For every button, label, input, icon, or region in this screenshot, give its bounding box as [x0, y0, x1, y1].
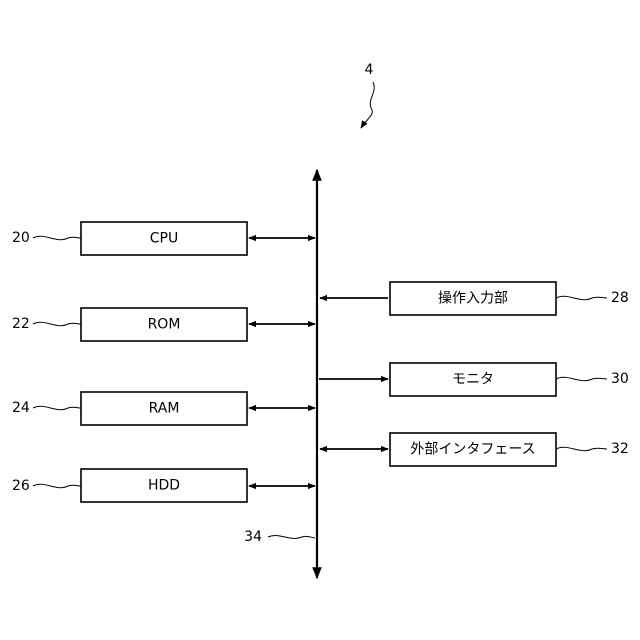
cpu-label: CPU: [150, 231, 178, 247]
monitor-block: モニタ: [390, 363, 556, 396]
ram-block: RAM: [81, 392, 247, 425]
operation-input-ref-leader: [556, 296, 607, 299]
external-interface-block: 外部インタフェース: [390, 433, 556, 466]
monitor-ref: 30: [611, 371, 629, 387]
ram-ref-leader: [33, 406, 81, 409]
figure-ref-arrow: [361, 82, 374, 128]
rom-label: ROM: [148, 317, 181, 333]
figure-ref: 4: [365, 62, 374, 78]
operation-input-block: 操作入力部: [390, 282, 556, 315]
hdd-ref-leader: [33, 484, 81, 487]
monitor-ref-leader: [556, 377, 607, 380]
external-interface-ref-leader: [556, 447, 607, 450]
bus-ref-leader: [268, 536, 315, 539]
ram-label: RAM: [149, 401, 180, 417]
cpu-block: CPU: [81, 222, 247, 255]
rom-block: ROM: [81, 308, 247, 341]
external-interface-ref: 32: [611, 441, 629, 457]
rom-ref-leader: [33, 322, 81, 325]
cpu-ref-leader: [33, 236, 81, 239]
external-interface-label: 外部インタフェース: [410, 442, 535, 458]
ram-ref: 24: [12, 400, 30, 416]
cpu-ref: 20: [12, 230, 30, 246]
monitor-label: モニタ: [452, 372, 494, 388]
hdd-block: HDD: [81, 469, 247, 502]
hdd-label: HDD: [148, 478, 180, 494]
bus-ref: 34: [244, 529, 262, 545]
hdd-ref: 26: [12, 478, 30, 494]
rom-ref: 22: [12, 316, 30, 332]
operation-input-ref: 28: [611, 290, 629, 306]
operation-input-label: 操作入力部: [438, 291, 508, 307]
